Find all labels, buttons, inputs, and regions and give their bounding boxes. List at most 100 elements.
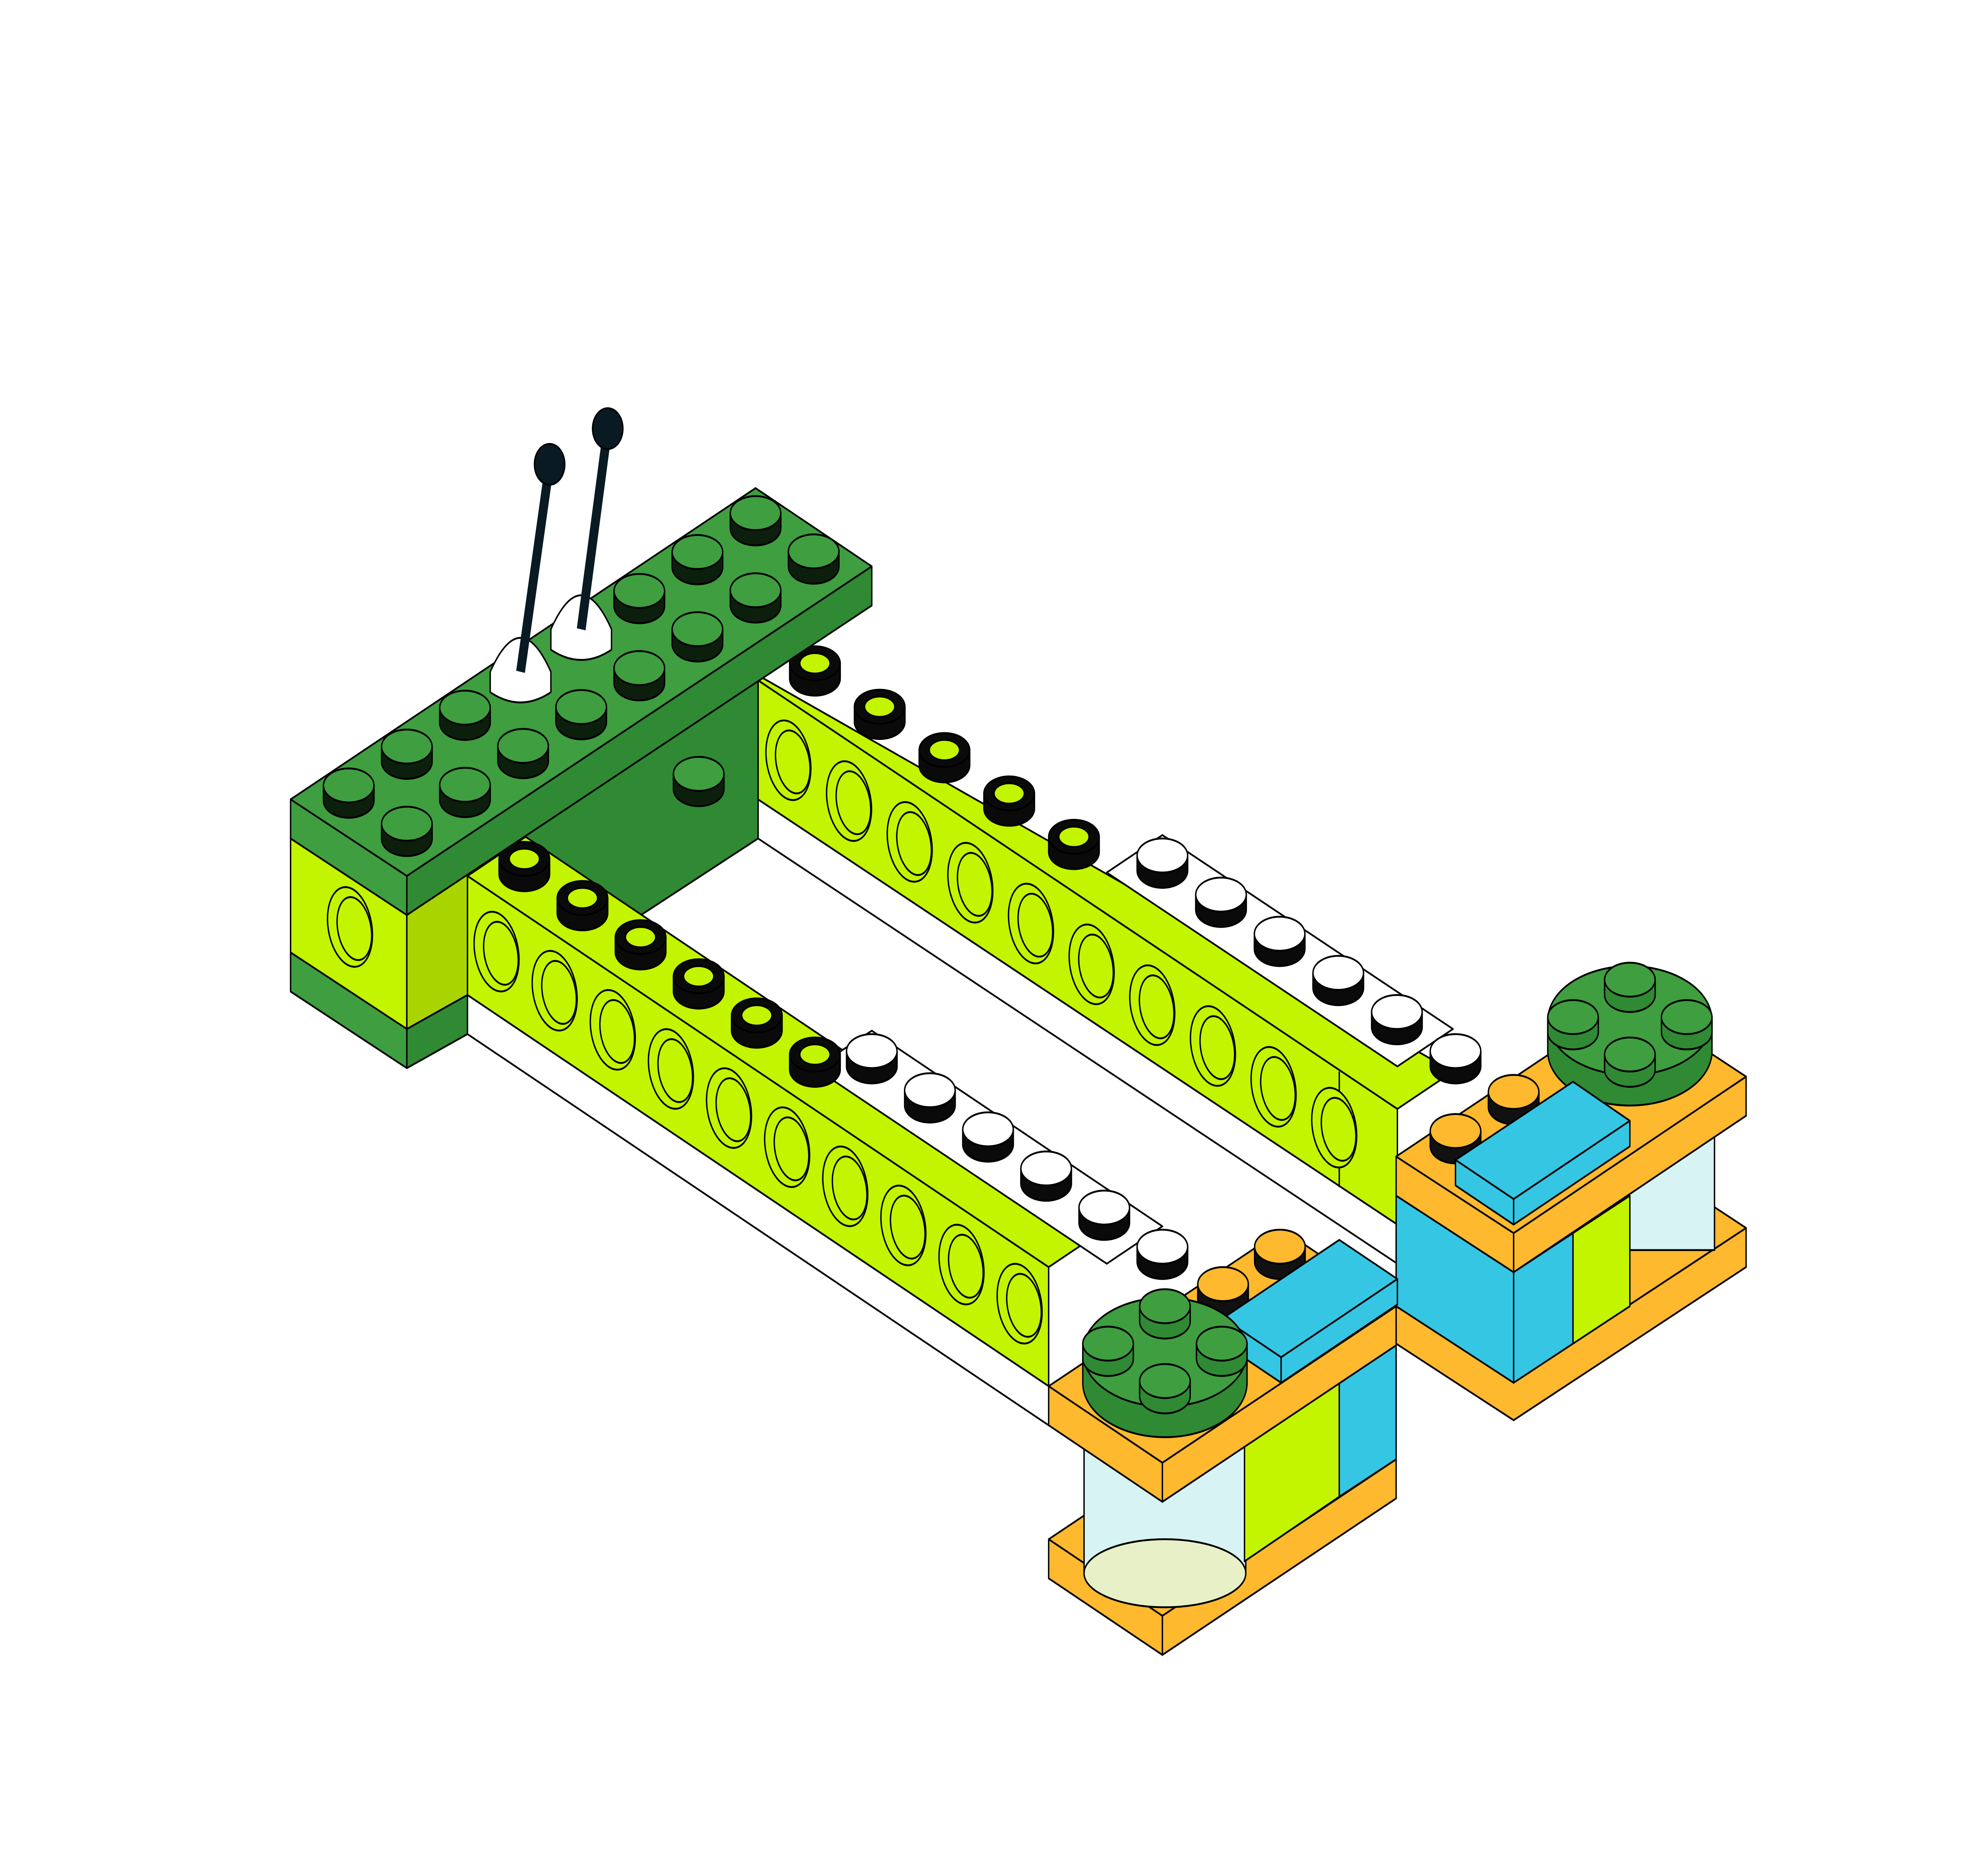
beam-hole — [1250, 1046, 1297, 1128]
lever-stick — [577, 427, 612, 631]
stud-top — [381, 806, 433, 842]
hole-inner — [1078, 933, 1114, 999]
green-stud — [322, 767, 375, 819]
white-stud — [1136, 1228, 1189, 1280]
white-stud — [1254, 916, 1306, 967]
stud-top — [439, 689, 491, 726]
green-stud — [1196, 1325, 1248, 1377]
beam-hole — [880, 1184, 927, 1266]
beam-hole — [1068, 923, 1115, 1005]
green-stud — [1139, 1288, 1191, 1340]
beam-hole — [822, 1145, 869, 1227]
beam-hole — [1311, 1087, 1358, 1169]
stud-ring-hole — [683, 965, 715, 988]
hole-inner — [1260, 1056, 1296, 1121]
stud-top — [846, 1033, 898, 1069]
white-stud — [846, 1033, 898, 1085]
beam-hole — [938, 1224, 985, 1306]
beam-hole — [826, 760, 872, 842]
hole-inner — [657, 1038, 693, 1103]
lever-stick — [516, 463, 554, 673]
hole-inner — [1138, 974, 1175, 1039]
stud-top — [1429, 1033, 1482, 1069]
stud-top — [1197, 1266, 1249, 1302]
white-stud — [1371, 994, 1423, 1046]
stud-top — [381, 728, 433, 765]
hole-inner — [835, 770, 872, 836]
stud-top — [1020, 1150, 1072, 1187]
beam-hole — [473, 911, 520, 992]
green-stud — [555, 689, 607, 741]
hole-inner — [1017, 893, 1054, 958]
stud-top — [322, 767, 375, 804]
stud-top — [1371, 994, 1423, 1030]
white-stud — [1195, 877, 1247, 928]
green-stud — [1082, 1325, 1134, 1377]
hole-inner — [483, 921, 519, 986]
stud-top — [673, 756, 725, 792]
stud-ring-hole — [864, 695, 896, 718]
lever-antenna — [550, 407, 624, 661]
lever-antenna — [489, 443, 566, 704]
green-plate-top — [290, 487, 873, 877]
beam-hole — [648, 1028, 694, 1110]
stud-top — [1139, 1363, 1191, 1399]
white-stud — [1312, 955, 1364, 1006]
stud-top — [962, 1111, 1014, 1148]
green-stud — [1547, 999, 1599, 1050]
front-cyan-tile-right — [1280, 1278, 1398, 1384]
mid-layer — [290, 407, 1189, 1426]
beam-hole — [327, 886, 373, 968]
right-lime-block — [1572, 1195, 1631, 1345]
stud-top — [1139, 1288, 1191, 1324]
white-stud — [1020, 1150, 1072, 1202]
black-ring-stud — [789, 1037, 841, 1088]
stud-ring-hole — [928, 739, 961, 761]
white-stud — [1078, 1189, 1131, 1241]
hole-inner — [541, 960, 577, 1025]
stud-top — [729, 572, 782, 609]
stud-ring-hole — [566, 887, 598, 909]
green-stud — [613, 650, 665, 702]
stud-ring-hole — [799, 1043, 831, 1066]
green-stud — [381, 806, 433, 857]
beam-hole — [1008, 882, 1054, 964]
stud-top — [1429, 1113, 1482, 1149]
hole-inner — [1199, 1015, 1235, 1080]
stud-top — [1487, 1074, 1540, 1110]
stud-top — [1136, 838, 1189, 874]
beam-hole — [996, 1263, 1043, 1345]
hole-inner — [890, 1195, 926, 1260]
green-stud — [1660, 999, 1713, 1050]
stud-top — [497, 728, 549, 764]
stud-ring-hole — [624, 926, 657, 949]
green-stud — [497, 728, 549, 779]
stud-ring-hole — [799, 652, 831, 675]
white-stud — [904, 1072, 956, 1124]
green-stud — [671, 611, 724, 663]
beam-hole — [764, 1106, 810, 1188]
hole-inner — [775, 729, 811, 795]
stud-top — [1082, 1325, 1134, 1362]
stud-ring-hole — [508, 848, 540, 870]
hole-inner — [831, 1156, 868, 1221]
hole-inner — [715, 1077, 752, 1143]
hole-inner — [773, 1116, 810, 1182]
beam-hole — [886, 801, 933, 883]
stud-top — [671, 611, 724, 647]
stud-top — [1660, 999, 1713, 1035]
stud-ring-hole — [1058, 825, 1090, 848]
stud-top — [1547, 999, 1599, 1035]
green-stud — [729, 495, 782, 547]
stud-top — [555, 689, 607, 725]
stud-top — [1312, 955, 1364, 991]
stud-top — [613, 650, 665, 686]
stud-top — [671, 534, 724, 570]
hole-inner — [896, 811, 932, 876]
green-stud — [729, 572, 782, 624]
white-stud — [1136, 838, 1189, 889]
white-stud — [1429, 1033, 1482, 1085]
beam-hole — [1190, 1005, 1236, 1087]
hole-inner — [1321, 1097, 1357, 1162]
